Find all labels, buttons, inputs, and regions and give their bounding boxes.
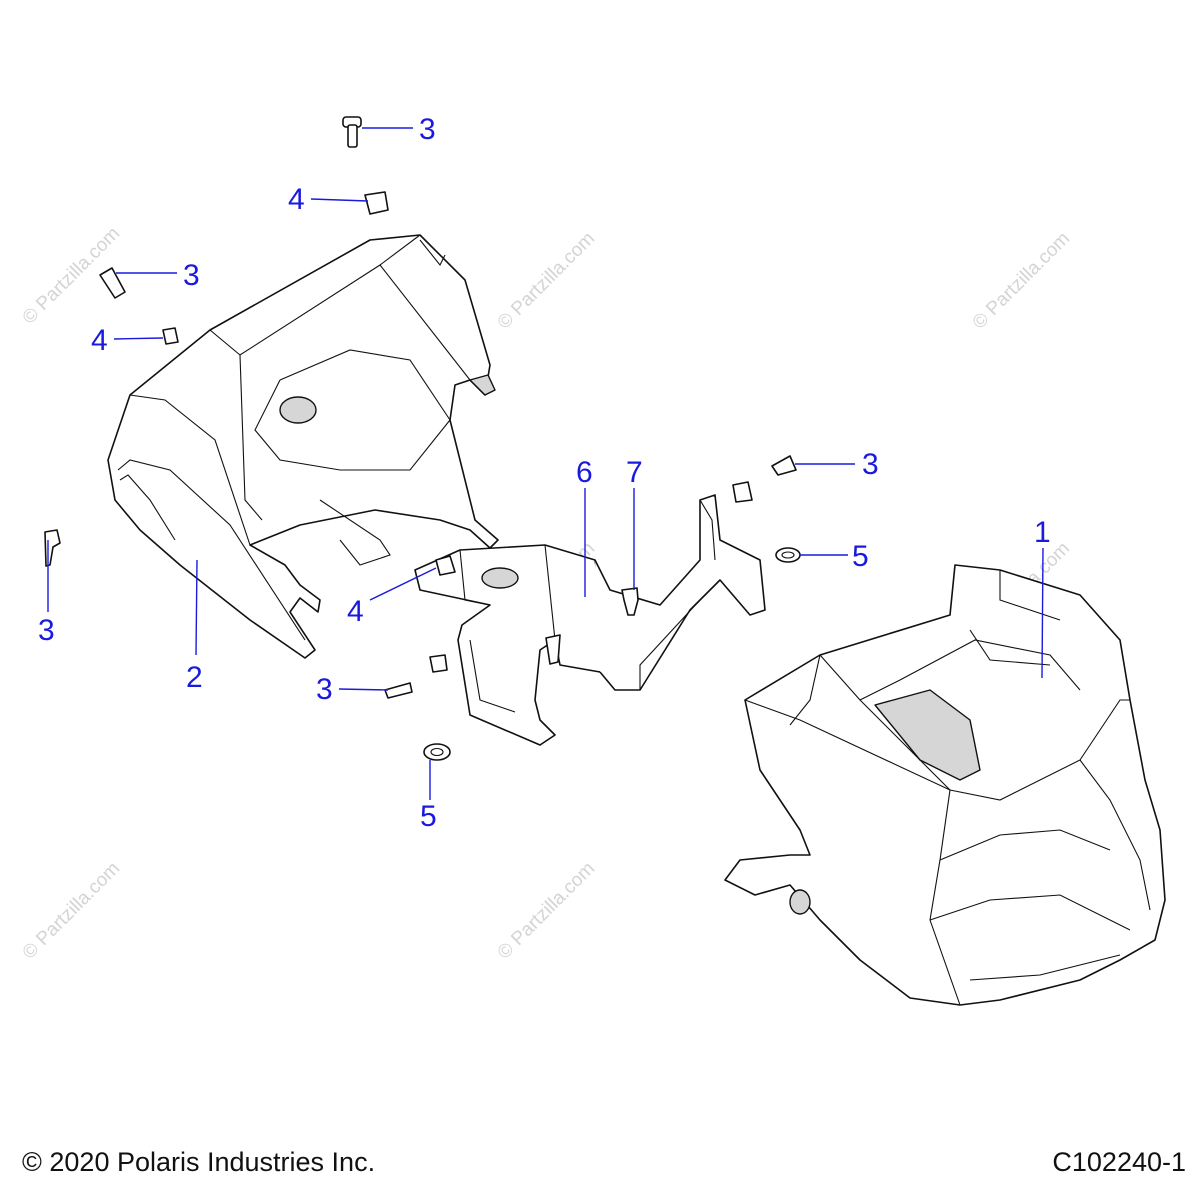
clip-icon xyxy=(435,555,456,576)
screw-icon xyxy=(347,124,358,148)
callout-6: 6 xyxy=(576,456,593,489)
clip-icon xyxy=(162,327,179,345)
grommet-icon xyxy=(423,743,451,761)
callout-3: 3 xyxy=(183,259,200,292)
screw-icon xyxy=(384,682,413,699)
callout-2: 2 xyxy=(186,661,203,694)
callout-4: 4 xyxy=(347,595,364,628)
screw-icon xyxy=(99,267,126,299)
headlight-nacelle-part-1 xyxy=(724,564,1166,1006)
callout-3: 3 xyxy=(316,673,333,706)
screw-icon xyxy=(621,587,639,616)
callout-5: 5 xyxy=(852,540,869,573)
callout-labels: 3 4 3 4 2 4 3 5 6 7 3 5 1 3 xyxy=(38,113,1051,833)
fasteners xyxy=(44,116,801,761)
screw-icon xyxy=(44,529,61,567)
screw-icon xyxy=(771,455,797,476)
callout-1: 1 xyxy=(1034,516,1051,549)
diagram-code: C102240-1 xyxy=(1052,1147,1186,1177)
callout-4: 4 xyxy=(91,324,108,357)
callout-4: 4 xyxy=(288,183,305,216)
front-shroud-part-2 xyxy=(107,234,499,659)
screw-icon xyxy=(545,634,561,665)
leader-lines xyxy=(47,127,1044,800)
watermark: © Partzilla.com xyxy=(494,858,599,963)
watermark: © Partzilla.com xyxy=(494,228,599,333)
copyright-text: © 2020 Polaris Industries Inc. xyxy=(22,1147,376,1177)
callout-7: 7 xyxy=(626,456,643,489)
clip-icon xyxy=(429,654,448,673)
callout-3: 3 xyxy=(38,614,55,647)
clip-icon xyxy=(732,481,753,503)
callout-3: 3 xyxy=(419,113,436,146)
clip-icon xyxy=(364,191,389,215)
watermark: © Partzilla.com xyxy=(969,228,1074,333)
mount-bracket-part-6 xyxy=(414,494,766,746)
watermark: © Partzilla.com xyxy=(19,858,124,963)
grommet-icon xyxy=(775,547,801,563)
callout-5: 5 xyxy=(420,800,437,833)
callout-3: 3 xyxy=(862,448,879,481)
